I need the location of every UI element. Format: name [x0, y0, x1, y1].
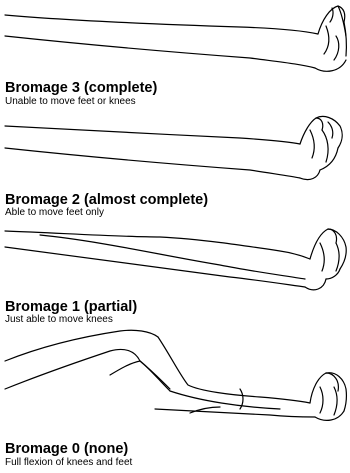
stage-title-bromage-0: Bromage 0 (none) [5, 441, 128, 457]
stage-title-bromage-3: Bromage 3 (complete) [5, 80, 157, 96]
stage-description-bromage-3: Unable to move feet or knees [5, 96, 136, 107]
leg-illustration-bromage-0 [0, 325, 350, 425]
stage-description-bromage-0: Full flexion of knees and feet [5, 457, 132, 468]
leg-illustration-bromage-1 [0, 215, 350, 301]
stage-title-bromage-1: Bromage 1 (partial) [5, 299, 137, 315]
leg-illustration-bromage-2 [0, 108, 350, 194]
leg-illustration-bromage-3 [0, 0, 350, 84]
stage-description-bromage-1: Just able to move knees [5, 314, 113, 325]
stage-title-bromage-2: Bromage 2 (almost complete) [5, 192, 208, 208]
